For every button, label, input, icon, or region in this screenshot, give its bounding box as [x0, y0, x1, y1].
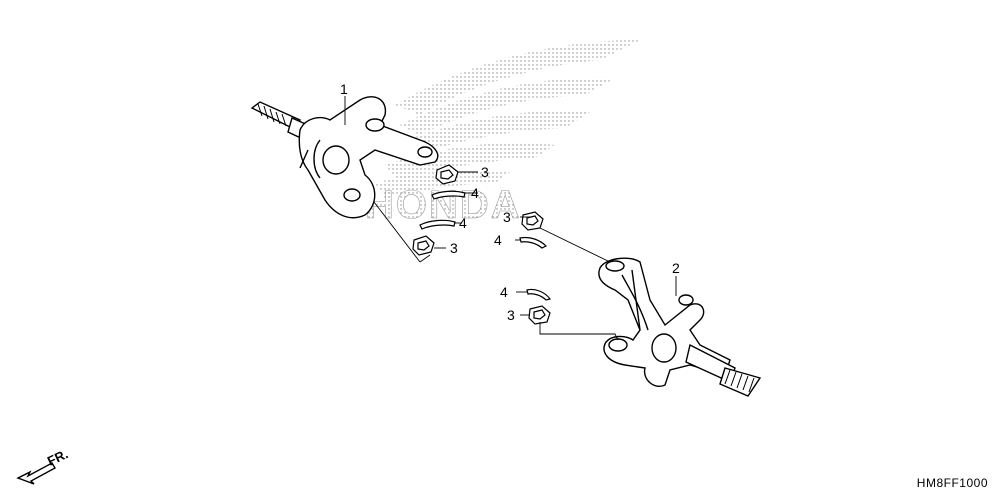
callout-4: 4: [471, 185, 479, 201]
front-arrow-icon: [16, 462, 56, 485]
front-label: FR.: [45, 446, 70, 468]
callout-2: 2: [672, 260, 680, 276]
callout-3: 3: [450, 240, 458, 256]
castle-nut: [521, 211, 544, 231]
castle-nut: [435, 164, 459, 185]
callout-3: 3: [507, 307, 515, 323]
honda-watermark-text: HONDA: [365, 183, 522, 227]
cotter-pin: [526, 288, 552, 301]
honda-wing-watermark: [375, 40, 640, 198]
callout-1: 1: [340, 81, 348, 97]
callout-4: 4: [459, 215, 467, 231]
castle-nut: [412, 235, 435, 256]
leader-lines: [344, 96, 677, 341]
callout-labels: 1 2 3 3 3 3 4 4 4 4: [340, 81, 680, 323]
left-knuckle-part: [250, 96, 439, 219]
diagram-code: HM8FF1000: [916, 476, 988, 490]
castle-nut: [528, 305, 551, 325]
callout-3: 3: [503, 209, 511, 225]
right-knuckle-part: [598, 257, 762, 397]
callout-3: 3: [481, 164, 489, 180]
cotter-pin: [519, 236, 548, 249]
front-direction-marker: FR.: [16, 446, 70, 485]
cotter-pin: [419, 219, 456, 230]
callout-4: 4: [500, 284, 508, 300]
cotter-pin: [431, 190, 466, 200]
callout-4: 4: [494, 232, 502, 248]
